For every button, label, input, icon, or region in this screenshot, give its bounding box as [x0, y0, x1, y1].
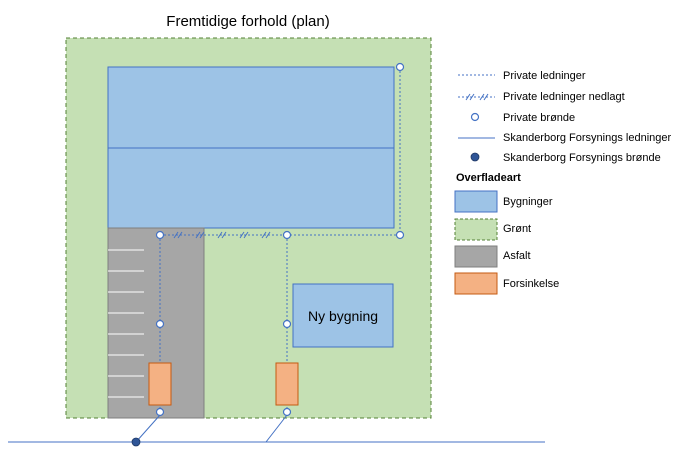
legend-label-buildings: Bygninger	[503, 196, 553, 208]
legend-label-green: Grønt	[503, 223, 531, 235]
utility-main-line	[8, 414, 545, 443]
delay-tank-west	[148, 362, 172, 406]
legend-utility-well-label: Skanderborg Forsynings brønde	[503, 152, 661, 164]
legend: Private ledninger Private ledninger nedl…	[454, 70, 671, 295]
utility-well	[131, 437, 141, 447]
legend-utility-pipe-label: Skanderborg Forsynings ledninger	[503, 132, 671, 144]
new-building	[292, 283, 394, 348]
legend-private-well-label: Private brønde	[503, 112, 575, 124]
legend-label-asphalt: Asfalt	[503, 250, 531, 262]
legend-private-well-symbol	[470, 112, 480, 122]
legend-swatch-buildings	[454, 190, 498, 213]
legend-swatch-delay	[454, 272, 498, 295]
legend-label-delay: Forsinkelse	[503, 278, 559, 290]
existing-building-south	[107, 147, 395, 229]
legend-swatch-green	[454, 218, 498, 241]
legend-utility-well-symbol	[470, 152, 480, 162]
delay-tank-east	[275, 362, 299, 406]
parking-stripes	[108, 249, 144, 398]
diagram-title: Fremtidige forhold (plan)	[166, 13, 329, 30]
existing-building-north	[107, 66, 395, 149]
private-wells	[155, 62, 405, 417]
private-pipe-abandoned	[160, 231, 287, 239]
legend-private-pipe-abandoned-label: Private ledninger nedlagt	[503, 91, 625, 103]
new-building-label: Ny bygning	[308, 308, 378, 324]
legend-private-pipe-abandoned-symbol	[458, 93, 495, 101]
legend-swatch-asphalt	[454, 245, 498, 268]
legend-surface-heading: Overfladeart	[456, 172, 521, 184]
legend-private-pipe-label: Private ledninger	[503, 70, 586, 82]
